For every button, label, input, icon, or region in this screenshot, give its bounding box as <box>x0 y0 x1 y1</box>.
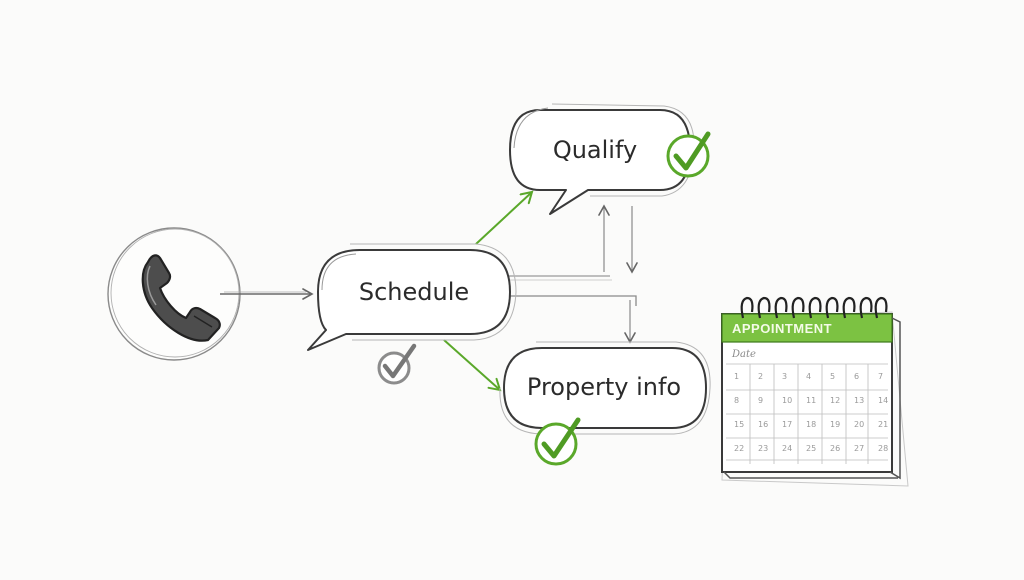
schedule-bubble <box>307 243 517 351</box>
calendar-day: 11 <box>806 396 817 405</box>
calendar-day: 20 <box>854 420 865 429</box>
calendar-day: 17 <box>782 420 793 429</box>
calendar-day: 2 <box>758 372 764 381</box>
calendar-day: 13 <box>854 396 865 405</box>
calendar-day: 22 <box>734 444 745 453</box>
calendar-day: 1 <box>734 372 740 381</box>
calendar-day: 27 <box>854 444 865 453</box>
calendar-day: 10 <box>782 396 793 405</box>
calendar-day: 21 <box>878 420 889 429</box>
phone-icon <box>141 254 221 342</box>
connector-lines <box>498 204 638 344</box>
calendar-day: 12 <box>830 396 841 405</box>
arrow-schedule-to-property <box>443 339 502 392</box>
calendar-day: 6 <box>854 372 860 381</box>
calendar-day: 18 <box>806 420 817 429</box>
qualify-check-icon <box>666 131 711 178</box>
calendar-day: 3 <box>782 372 788 381</box>
schedule-check-icon <box>377 343 417 385</box>
calendar-day: 25 <box>806 444 817 453</box>
calendar-grid <box>726 363 888 464</box>
property-info-label: Property info <box>526 373 682 401</box>
arrow-schedule-to-qualify <box>475 190 534 245</box>
calendar-date-label: Date <box>732 349 756 360</box>
calendar-day: 14 <box>878 396 889 405</box>
arrow-phone-to-schedule <box>220 288 314 300</box>
calendar-day: 5 <box>830 372 836 381</box>
calendar-day: 23 <box>758 444 769 453</box>
calendar-day: 16 <box>758 420 769 429</box>
calendar-icon <box>721 296 909 487</box>
phone-node <box>107 227 241 361</box>
schedule-label: Schedule <box>358 278 470 306</box>
calendar-day: 28 <box>878 444 889 453</box>
calendar-day: 15 <box>734 420 745 429</box>
property-check-icon <box>534 417 581 466</box>
calendar-day: 8 <box>734 396 740 405</box>
calendar-day: 9 <box>758 396 764 405</box>
calendar-day: 4 <box>806 372 812 381</box>
calendar-day: 7 <box>878 372 884 381</box>
calendar-day: 24 <box>782 444 793 453</box>
qualify-label: Qualify <box>552 136 638 164</box>
calendar-rings <box>740 296 888 319</box>
calendar-title: APPOINTMENT <box>732 321 833 336</box>
property-bubble <box>499 341 711 435</box>
calendar-day: 26 <box>830 444 841 453</box>
calendar-day: 19 <box>830 420 841 429</box>
